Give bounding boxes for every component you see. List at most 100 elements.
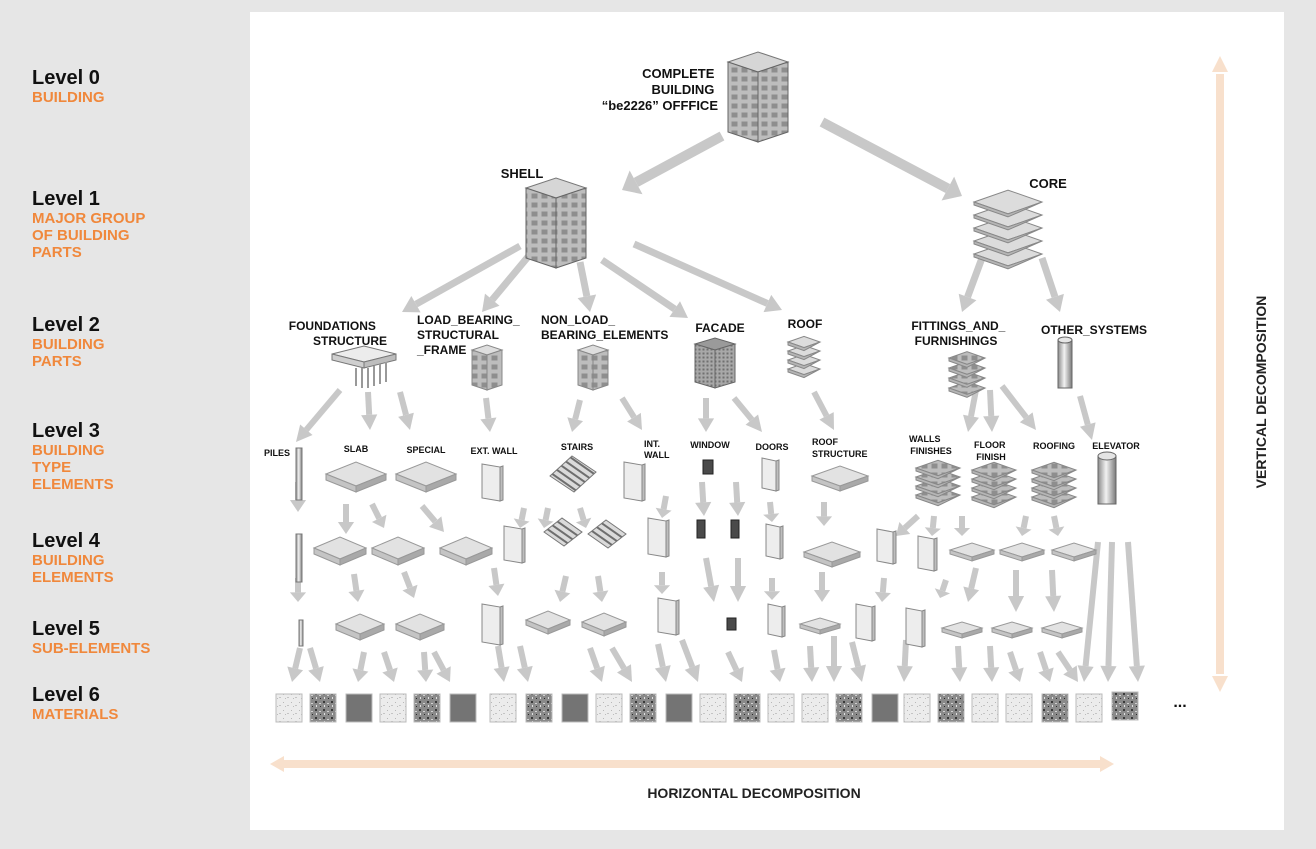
material-swatch-marble [699, 693, 727, 723]
tree-arrow [1007, 570, 1025, 612]
material-swatch-dark [665, 693, 693, 723]
slab-icon [802, 541, 862, 568]
level-3-icons [295, 447, 1117, 509]
slab-icon [940, 621, 984, 639]
level-2: Level 2 BUILDING PARTS [32, 314, 105, 370]
tree-arrow [953, 516, 971, 536]
node-core-label: CORE [1029, 176, 1067, 191]
node-roof-label: ROOF [788, 317, 823, 331]
tree-arrow [431, 650, 451, 682]
node-roofing-label: ROOFING [1033, 441, 1075, 451]
material-swatch-dark [561, 693, 589, 723]
tree-arrow [488, 567, 505, 596]
core-floor-plates [972, 189, 1044, 270]
non-load-bearing-icon [576, 344, 610, 391]
tree-arrow [576, 261, 597, 312]
node-slab-label: SLAB [344, 444, 369, 454]
fittings-layers [947, 351, 987, 398]
tree-arrow [654, 643, 671, 682]
shell-building-icon [524, 177, 588, 269]
slab-icon [394, 613, 446, 641]
node-special-label: SPECIAL [406, 445, 446, 455]
tree-arrow [958, 256, 986, 312]
node-building-label: COMPLETE BUILDING “be2226” OFFFICE [602, 66, 719, 113]
foundations-icon [331, 345, 397, 388]
material-swatch-marble [903, 693, 931, 723]
level-1: Level 1 MAJOR GROUP OF BUILDING PARTS [32, 188, 145, 261]
tree-arrow [1055, 650, 1078, 682]
core-floors-icon [972, 189, 1044, 270]
tree-arrow [567, 399, 584, 432]
slab-icon [1050, 542, 1098, 562]
level-4-number: Level 4 [32, 530, 100, 552]
door-panel-icon [761, 457, 780, 492]
slab-icon [394, 461, 458, 493]
pile-icon [298, 619, 304, 647]
tree-arrow [963, 567, 980, 602]
tree-arrow [307, 647, 324, 682]
material-swatch-granite [835, 693, 863, 723]
node-facade-label: FACADE [695, 321, 744, 335]
slab-icon [438, 536, 494, 566]
horizontal-axis-label: HORIZONTAL DECOMPOSITION [647, 785, 860, 801]
slab-icon [1040, 621, 1084, 639]
facade-icon [693, 337, 737, 389]
vertical-axis-arrow [1212, 56, 1228, 692]
tree-arrow [592, 575, 609, 602]
tree-arrow [513, 507, 530, 528]
tree-arrow [632, 240, 782, 313]
tree-arrow [417, 651, 434, 682]
wall-finish-panel-icon [905, 607, 926, 648]
ext-wall-panel-icon [503, 525, 526, 564]
tree-arrow [697, 398, 715, 432]
slab-icon [334, 613, 386, 641]
tree-arrow [369, 502, 387, 528]
tree-arrow [769, 649, 786, 682]
tree-arrow [999, 384, 1036, 430]
int-wall-panel-icon [623, 461, 646, 502]
decomposition-tree: VERTICAL DECOMPOSITION HORIZONTAL DECOMP… [264, 51, 1269, 801]
wall-finish-panel-icon [917, 535, 938, 572]
tree-arrow [493, 645, 510, 682]
material-swatch-granite [1041, 693, 1069, 723]
tree-arrow [587, 647, 605, 682]
slab-icon [990, 621, 1034, 639]
door-panel-icon [767, 603, 786, 638]
node-shell-label: SHELL [501, 166, 544, 181]
node-non-load-label: NON_LOAD_ BEARING_ELEMENTS [541, 313, 668, 342]
tree-arrow [896, 513, 921, 536]
slab-icon [948, 542, 996, 562]
tree-arrow [348, 573, 365, 602]
material-swatch-granite [629, 693, 657, 723]
level-6-description: MATERIALS [32, 706, 119, 723]
material-swatch-granite [1111, 691, 1139, 721]
node-window-label: WINDOW [690, 440, 730, 450]
level-3: Level 3 BUILDING TYPE ELEMENTS [32, 420, 114, 493]
tree-arrow [815, 502, 833, 526]
tree-arrow [731, 396, 762, 432]
tree-arrow [419, 504, 444, 532]
material-swatch-granite [525, 693, 553, 723]
tree-arrow [725, 650, 744, 682]
slab-icon [810, 465, 870, 492]
door-panel-icon [765, 523, 784, 560]
tree-arrow [600, 257, 688, 318]
tree-arrow [381, 651, 398, 682]
level-4-icons [295, 517, 1098, 583]
tree-arrow [1100, 541, 1117, 682]
tree-arrows [287, 117, 1145, 682]
material-swatch-dark [871, 693, 899, 723]
material-swatch-granite [309, 693, 337, 723]
level-3-number: Level 3 [32, 420, 100, 442]
tree-arrow [934, 579, 951, 598]
structural-frame-icon [470, 344, 504, 391]
tree-arrow [537, 507, 554, 528]
tree-arrow [679, 638, 700, 682]
tree-arrow [763, 578, 781, 600]
material-swatch-marble [801, 693, 829, 723]
tree-arrow [763, 501, 780, 522]
material-swatch-marble [1075, 693, 1103, 723]
tree-arrow [480, 397, 497, 432]
window-icon [696, 519, 706, 539]
material-swatch-marble [595, 693, 623, 723]
